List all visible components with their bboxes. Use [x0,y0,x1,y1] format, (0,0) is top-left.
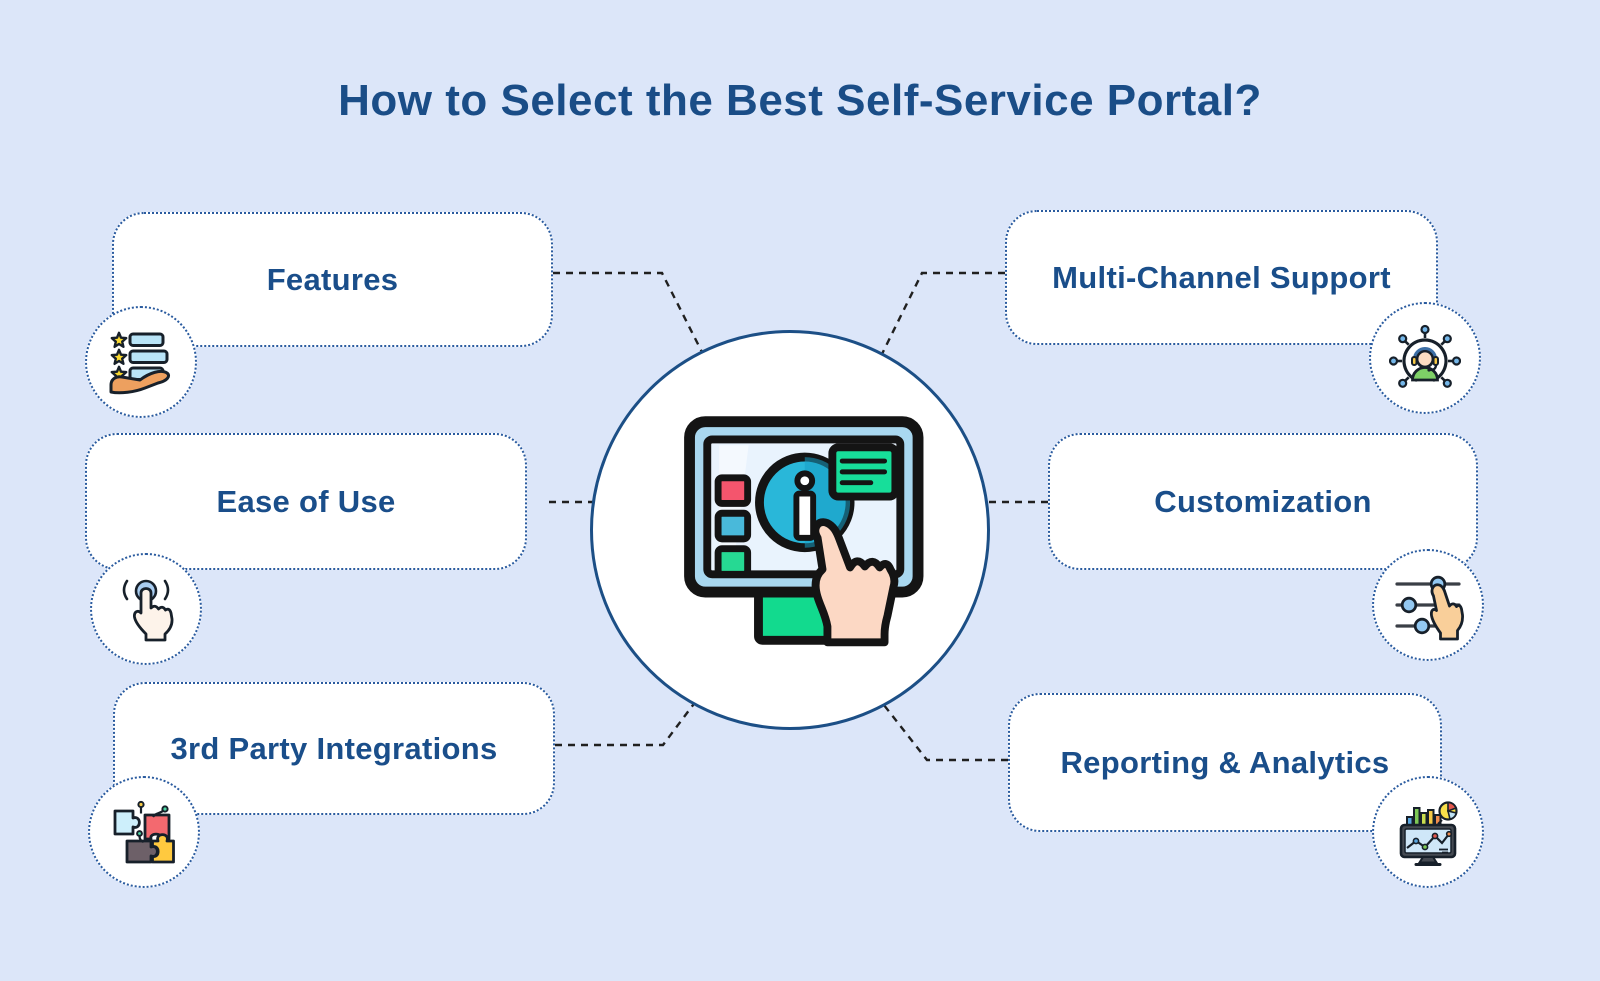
self-service-portal-illustration [684,416,924,647]
node-label-customization: Customization [1154,483,1372,519]
features-hand-list-icon-svg [109,331,171,395]
node-box-multi-channel: Multi-Channel Support [1005,210,1438,345]
node-box-features: Features [112,212,553,347]
node-label-integrations: 3rd Party Integrations [170,730,498,766]
node-label-features: Features [266,261,399,297]
analytics-dashboard-icon [1372,776,1484,888]
page-title: How to Select the Best Self-Service Port… [338,76,1262,125]
node-box-customization: Customization [1048,433,1478,570]
menu-square-green [714,545,752,578]
node-box-reporting: Reporting & Analytics [1008,693,1442,832]
support-agent-network-icon [1369,302,1481,414]
puzzle-pieces-icon [88,776,200,888]
sliders-hand-icon-svg [1395,575,1464,641]
support-agent-network-icon-svg [1389,324,1461,388]
menu-square-red [714,474,752,507]
pointing-hand [811,518,899,647]
sliders-hand-icon [1372,549,1484,661]
node-label-ease-of-use: Ease of Use [216,483,396,519]
node-label-multi-channel: Multi-Channel Support [1052,259,1391,295]
features-hand-list-icon [85,306,197,418]
menu-square-blue [714,509,752,543]
node-box-integrations: 3rd Party Integrations [113,682,555,815]
node-label-reporting: Reporting & Analytics [1060,744,1390,780]
puzzle-pieces-icon-svg [113,800,175,864]
node-box-ease-of-use: Ease of Use [85,433,527,570]
tap-gesture-icon [90,553,202,665]
tap-gesture-icon-svg [122,579,174,642]
analytics-dashboard-icon-svg [1399,801,1458,866]
info-i-stem [793,490,817,541]
center-circle [590,330,990,730]
info-i-dot [794,470,816,492]
